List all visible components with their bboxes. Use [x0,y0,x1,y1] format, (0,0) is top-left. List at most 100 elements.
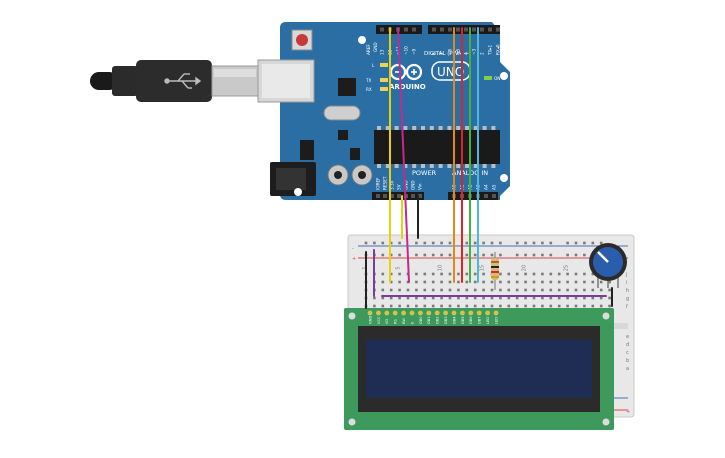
mcu-pin [421,164,425,168]
row-letter: d [626,342,629,348]
reset-button[interactable] [296,34,308,46]
terminal-hole [440,296,443,300]
terminal-hole [389,272,393,276]
rail-hole [423,253,427,257]
resistor-band-4 [491,276,499,278]
terminal-hole [541,272,544,276]
lcd-pin [493,310,499,316]
terminal-hole [524,296,527,300]
power-pin-hole [390,194,394,198]
digital-pin-hole [432,27,436,32]
lcd-pin-label: DB0 [419,316,423,324]
terminal-hole [440,304,443,308]
lcd-hole-tl [348,312,356,320]
terminal-hole [524,304,527,308]
top-rail-minus-label: - [352,246,354,252]
terminal-hole [524,288,527,292]
terminal-hole [507,272,511,276]
analog-pin-label: A4 [484,184,489,190]
mcu-pin [377,164,381,168]
bottom-rail-plus-label: + [626,409,630,415]
terminal-hole [431,272,435,276]
terminal-hole [457,296,460,300]
terminal-hole [507,296,511,300]
terminal-hole [507,280,511,284]
lcd-pin [451,310,457,316]
terminal-hole [524,280,527,284]
terminal-hole [423,304,427,308]
rail-hole [490,241,494,245]
terminal-hole [448,288,452,292]
mcu-pin [456,126,461,130]
power-pin-label: IOREF [376,177,381,190]
row-letter: i [626,280,627,286]
terminal-hole [473,296,477,300]
terminal-hole [574,272,578,276]
rail-hole [532,241,536,245]
terminal-hole [473,272,477,276]
mcu-pin [403,126,408,130]
power-pin-label: 3.3V [390,180,395,190]
terminal-hole [541,304,544,308]
rail-hole [381,253,385,257]
digital-pin-label: 8 [432,52,437,55]
terminal-hole [457,272,460,276]
digital-pin-label: 7 [440,52,445,55]
terminal-hole [499,280,502,284]
rail-hole [448,253,452,257]
terminal-hole [423,272,427,276]
terminal-hole [583,304,586,308]
wire-magenta [397,27,410,283]
terminal-hole [490,296,494,300]
terminal-hole [406,304,410,308]
rail-hole [549,253,553,257]
label-aref: AREF [366,44,371,55]
terminal-hole [415,288,418,292]
terminal-hole [423,288,427,292]
mcu-pin [473,126,478,130]
lcd-pin [401,310,406,316]
terminal-hole [389,280,393,284]
terminal-hole [599,280,603,284]
lcd-hole-br [602,418,610,426]
terminal-hole [440,288,443,292]
resistor-band-2 [491,266,499,268]
mcu-pin [394,126,399,130]
led-on [484,76,492,80]
mcu-pin [385,164,390,168]
lcd-pin [460,310,465,316]
terminal-hole [566,280,569,284]
mcu-pin [456,164,461,168]
mcu-pin [385,126,390,130]
lcd-screen [366,340,592,398]
terminal-hole [549,304,553,308]
rail-hole [465,241,469,245]
rail-hole [515,241,519,245]
digital-pin-hole [404,27,408,32]
terminal-hole [599,304,603,308]
potentiometer[interactable] [589,243,627,288]
rail-hole [482,253,485,257]
led-l [380,63,388,67]
terminal-hole [591,272,595,276]
atmega-pins [377,126,496,168]
terminal-hole [608,280,611,284]
lcd-pin-label: DB4 [452,316,456,324]
column-label: 15 [480,265,486,271]
terminal-hole [406,288,410,292]
terminal-hole [557,272,561,276]
terminal-hole [482,296,485,300]
digital-pin-label: 4 [464,52,469,55]
terminal-hole [507,288,511,292]
terminal-hole [541,296,544,300]
mcu-pin [465,164,469,168]
terminal-hole [440,280,443,284]
digital-label: DIGITAL (PWM ~) [424,51,471,57]
lcd-pin-label: DB5 [461,316,465,324]
rail-hole [583,241,586,245]
digital-pin-hole [472,27,476,32]
row-letter: j [625,272,627,278]
terminal-hole [431,280,435,284]
terminal-hole [389,288,393,292]
